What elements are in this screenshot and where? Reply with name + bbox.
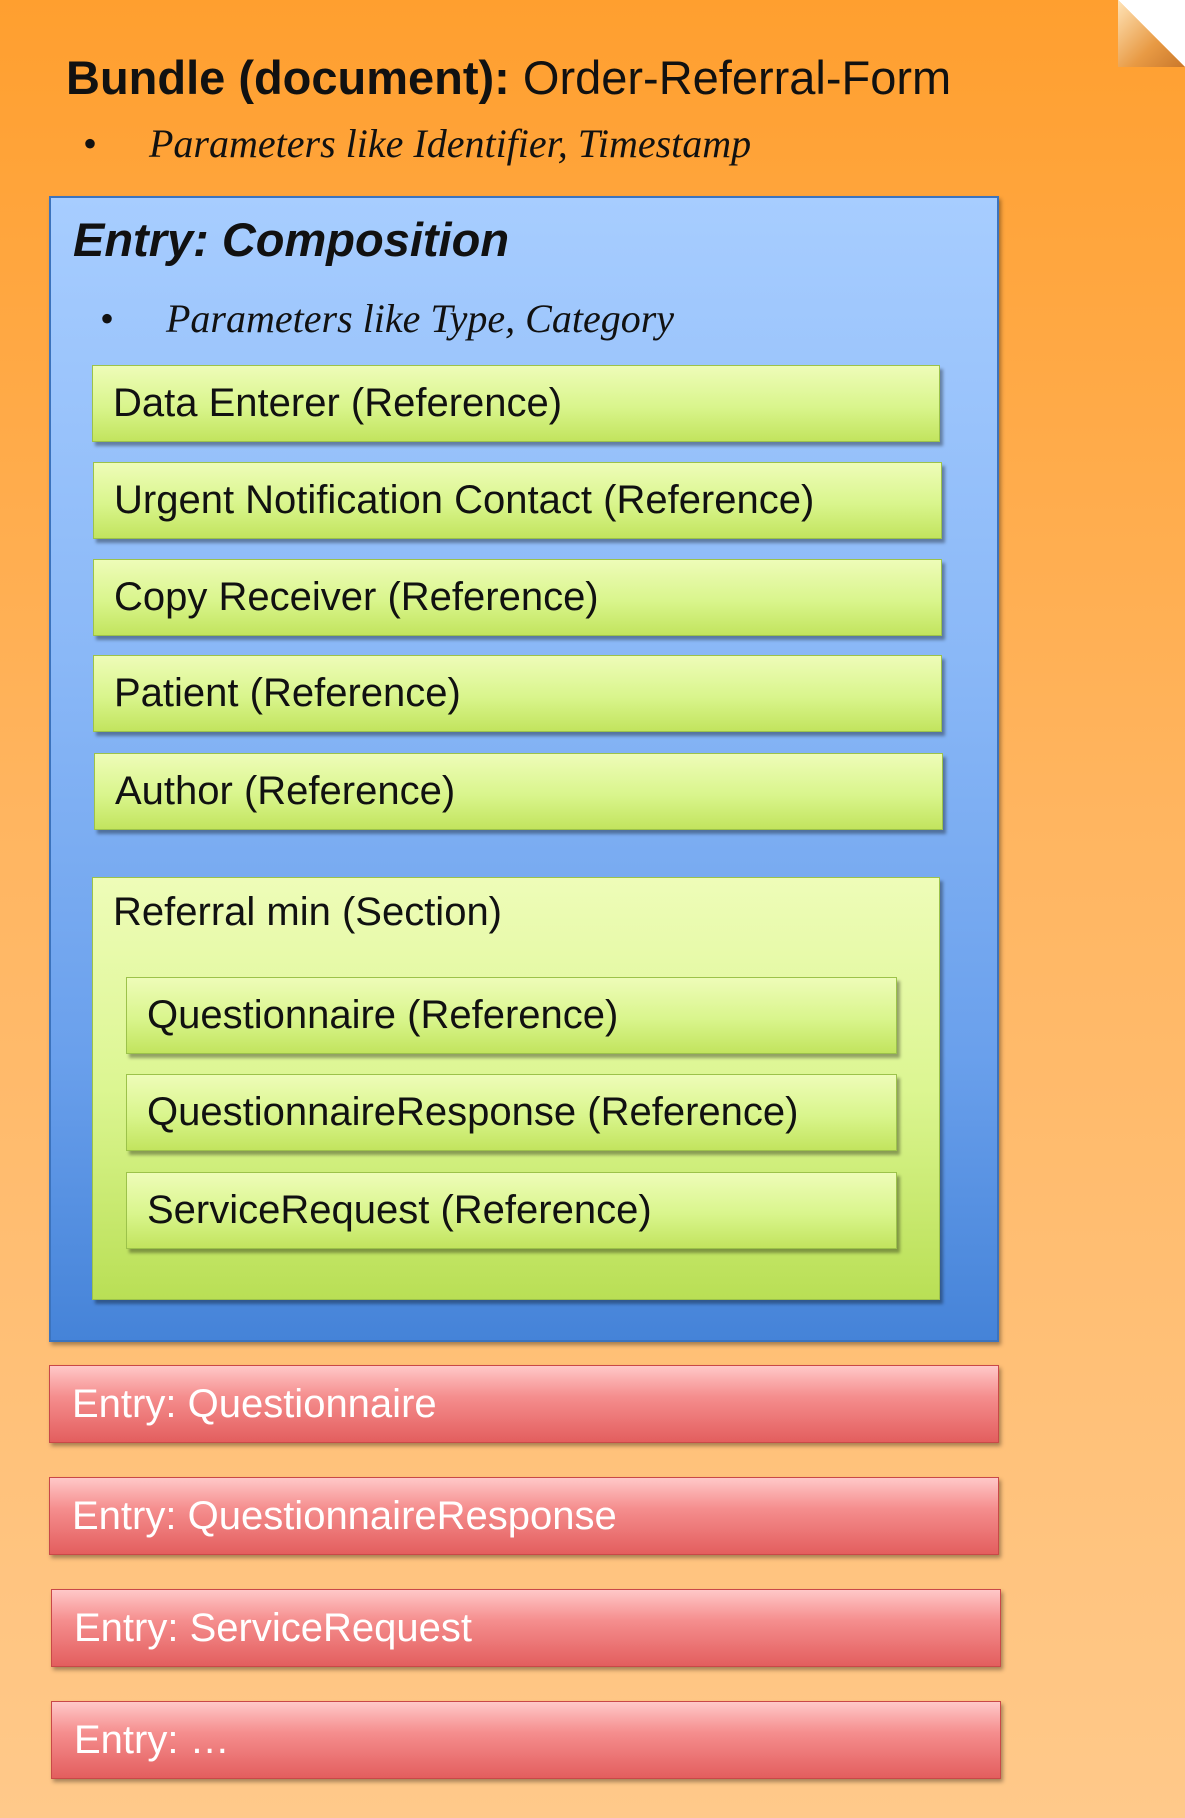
composition-params: • Parameters like Type, Category — [100, 295, 674, 342]
reference-questionnaire: Questionnaire (Reference) — [126, 977, 897, 1054]
bundle-type-label: Bundle (document): — [66, 51, 510, 104]
entry-questionnaire: Entry: Questionnaire — [49, 1365, 999, 1443]
reference-copy-receiver: Copy Receiver (Reference) — [93, 559, 942, 636]
reference-urgent-notification-contact: Urgent Notification Contact (Reference) — [93, 462, 942, 539]
entry-more: Entry: … — [51, 1701, 1001, 1779]
bundle-params-text: Parameters like Identifier, Timestamp — [149, 121, 752, 166]
section-title: Referral min (Section) — [113, 890, 503, 934]
reference-author: Author (Reference) — [94, 753, 943, 830]
reference-questionnaire-response: QuestionnaireResponse (Reference) — [126, 1074, 897, 1151]
composition-params-text: Parameters like Type, Category — [166, 296, 675, 341]
bundle-title: Bundle (document): Order-Referral-Form — [66, 50, 951, 105]
reference-patient: Patient (Reference) — [93, 655, 942, 732]
composition-title: Entry: Composition — [73, 213, 510, 266]
bundle-params: • Parameters like Identifier, Timestamp — [83, 120, 751, 167]
bullet-icon: • — [100, 296, 115, 341]
entry-service-request: Entry: ServiceRequest — [51, 1589, 1001, 1667]
reference-data-enterer: Data Enterer (Reference) — [92, 365, 940, 442]
reference-service-request: ServiceRequest (Reference) — [126, 1172, 897, 1249]
entry-composition: Entry: Composition • Parameters like Type… — [49, 196, 999, 1342]
entry-questionnaire-response: Entry: QuestionnaireResponse — [49, 1477, 999, 1555]
section-referral-min: Referral min (Section) Questionnaire (Re… — [92, 877, 940, 1300]
bundle-name: Order-Referral-Form — [509, 51, 952, 104]
bullet-icon: • — [83, 121, 98, 166]
folded-corner-icon — [1118, 0, 1185, 67]
